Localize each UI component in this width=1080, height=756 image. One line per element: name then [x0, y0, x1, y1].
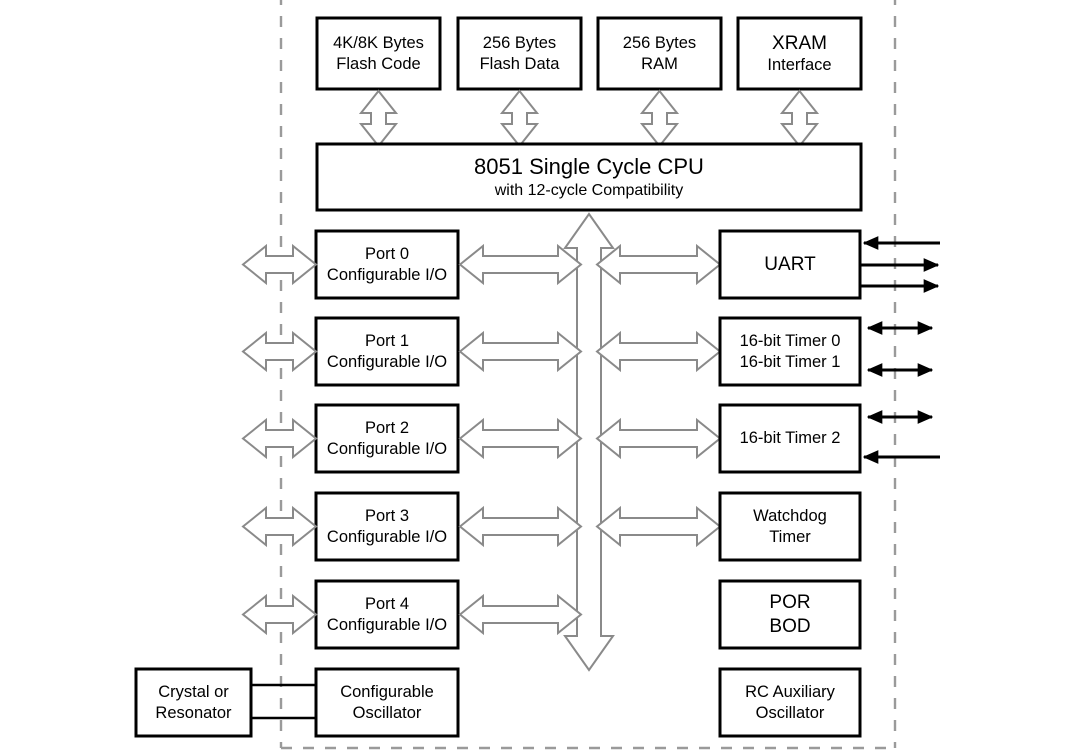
arrow-flash-data-cpu: [499, 89, 540, 148]
rect-crystal-resonator: [134, 667, 253, 738]
arrow-bus-timer-0-1: [595, 330, 722, 373]
rect-timer-0-1: [718, 316, 862, 387]
rect-flash-code: [315, 16, 442, 91]
arrow-bus-watchdog: [595, 505, 722, 548]
port-external-arrows: [241, 243, 318, 636]
arrow-port-1-external: [241, 330, 318, 373]
timer-2-external-signals: [862, 410, 940, 464]
peripheral-rects: [718, 229, 862, 738]
rect-por-bod: [718, 579, 862, 650]
port-to-bus-arrows: [458, 243, 583, 636]
memory-to-cpu-arrows: [358, 89, 820, 148]
rect-flash-data: [456, 16, 583, 91]
arrow-port-1-bus: [458, 330, 583, 373]
arrow-port-2-bus: [458, 417, 583, 460]
timer-0-1-external-signals: [866, 321, 934, 377]
rect-uart: [718, 229, 862, 300]
arrow-port-2-external: [241, 417, 318, 460]
rect-xram: [736, 16, 863, 91]
arrow-port-0-external: [241, 243, 318, 286]
crystal-to-oscillator-lines: [251, 683, 316, 720]
memory-block-rects: [315, 16, 863, 91]
arrow-bus-timer-2: [595, 417, 722, 460]
arrow-flash-code-cpu: [358, 89, 399, 148]
rect-rc-oscillator: [718, 667, 862, 738]
arrow-xram-cpu: [779, 89, 820, 148]
rect-port-4: [314, 579, 460, 650]
rect-timer-2: [718, 403, 862, 474]
rect-cpu-core: [315, 142, 863, 212]
arrow-port-4-bus: [458, 593, 583, 636]
arrow-ram-cpu: [639, 89, 680, 148]
arrow-port-4-external: [241, 593, 318, 636]
rect-port-2: [314, 403, 460, 474]
rect-configurable-oscillator: [314, 667, 460, 738]
bus-to-peripheral-arrows: [595, 243, 722, 548]
rect-ram: [596, 16, 723, 91]
uart-external-signals: [860, 236, 940, 293]
arrow-port-3-bus: [458, 505, 583, 548]
central-bus-arrow: [563, 212, 615, 672]
rect-port-1: [314, 316, 460, 387]
port-rects: [314, 229, 460, 650]
rect-watchdog-timer: [718, 491, 862, 562]
arrow-port-3-external: [241, 505, 318, 548]
arrow-bus-uart: [595, 243, 722, 286]
rect-port-3: [314, 491, 460, 562]
rect-port-0: [314, 229, 460, 300]
arrow-port-0-bus: [458, 243, 583, 286]
